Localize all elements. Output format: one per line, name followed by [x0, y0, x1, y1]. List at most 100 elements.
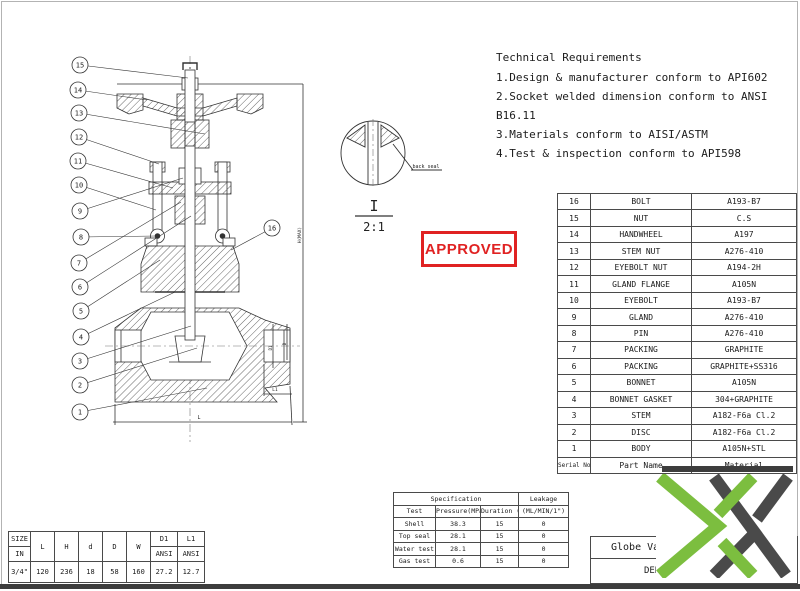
balloon-circle: [69, 152, 87, 170]
ansi-label: ANSI: [177, 546, 205, 562]
dim-length-label: L: [197, 415, 200, 421]
part-material: A193-B7: [691, 192, 797, 211]
balloon-circle: [71, 376, 89, 394]
balloon-number: 8: [79, 234, 83, 242]
balloon-number: 5: [79, 308, 83, 316]
part-material: A193-B7: [691, 291, 797, 310]
spec-col-header: (ML/MIN/1"): [518, 504, 570, 518]
dim-socket-label: L1: [272, 387, 278, 393]
balloon-circle: [72, 302, 90, 320]
leakage-header: Leakage: [518, 492, 570, 506]
spec-cell: 28.1: [435, 542, 481, 556]
part-serial: 8: [557, 324, 591, 343]
section-mark: [182, 62, 198, 70]
part-name: GLAND FLANGE: [590, 275, 692, 293]
part-material: A276-410: [691, 308, 797, 326]
balloon-leader: [79, 215, 192, 288]
spec-header: Specification: [392, 492, 520, 506]
spec-cell: 28.1: [435, 529, 481, 543]
spec-cell: 0: [518, 529, 570, 543]
part-material: A197: [691, 225, 797, 244]
balloon-circle: [71, 403, 89, 421]
balloon-circle: [263, 219, 281, 237]
balloon-number: 1: [78, 409, 82, 417]
spec-table: Specification Leakage TestPressure(MPa)D…: [392, 492, 570, 568]
handwheel: [116, 93, 144, 115]
part-name: PIN: [590, 324, 692, 343]
part-name: BONNET: [590, 374, 692, 392]
balloon-circle: [69, 81, 87, 99]
spec-col-header: Test: [393, 504, 436, 518]
size-col-header: d: [78, 531, 103, 562]
part-serial: 1: [557, 440, 591, 458]
size-value: 27.2: [150, 561, 178, 583]
part-serial: 7: [557, 341, 591, 359]
back-seal-detail-view: back seal I 2:1: [340, 119, 442, 234]
part-name: EYEBOLT: [590, 291, 692, 310]
part-material: A276-410: [691, 324, 797, 343]
balloon-leader: [77, 89, 148, 101]
detail-scale: 2:1: [363, 220, 385, 234]
approved-stamp: APPROVED: [421, 231, 517, 267]
balloon-circle: [71, 352, 89, 370]
size-col-header: H: [54, 531, 79, 562]
part-name: STEM NUT: [590, 242, 692, 260]
balloon-leader: [80, 235, 157, 238]
part-material: GRAPHITE: [691, 341, 797, 359]
spec-cell: 15: [479, 517, 520, 531]
balloon-leader: [77, 160, 174, 189]
balloon-number: 3: [78, 358, 82, 366]
balloon-number: 9: [78, 208, 82, 216]
part-name: NUT: [590, 209, 692, 227]
requirement-item: 2.Socket welded dimension conform to ANS…: [496, 90, 768, 122]
balloon-number: 13: [75, 110, 83, 118]
balloon-leader: [78, 136, 160, 165]
part-serial: 9: [557, 308, 591, 326]
part-name: BODY: [590, 440, 692, 458]
balloon-number: 14: [74, 87, 82, 95]
back-seal-label: back seal: [412, 164, 439, 170]
size-value: 58: [102, 561, 127, 583]
detail-mark: I: [369, 197, 378, 215]
part-name: PACKING: [590, 357, 692, 376]
dim-bore-label: D1: [268, 345, 273, 350]
part-serial: 11: [557, 275, 591, 293]
part-serial: 6: [557, 357, 591, 376]
balloon-leader: [78, 201, 182, 264]
balloon-circle: [70, 128, 88, 146]
spec-col-header: Duration (S): [479, 504, 520, 518]
part-material: A105N: [691, 374, 797, 392]
part-name: GLAND: [590, 308, 692, 326]
spec-cell: Top seal: [393, 529, 436, 543]
part-material: A105N: [691, 275, 797, 293]
balloon-circle: [70, 104, 88, 122]
company-logo: [656, 472, 797, 580]
part-serial: 5: [557, 374, 591, 392]
balloon-leader: [79, 177, 184, 212]
part-name: HANDWHEEL: [590, 225, 692, 244]
balloon-leader: [79, 325, 192, 362]
part-material: C.S: [691, 209, 797, 227]
size-value: 3/4": [8, 561, 31, 583]
spec-cell: Shell: [393, 517, 436, 531]
unit-label: IN: [8, 546, 31, 562]
balloon-leader: [79, 64, 189, 79]
balloon-circle: [70, 176, 88, 194]
spec-cell: 38.3: [435, 517, 481, 531]
requirement-item: 1.Design & manufacturer conform to API60…: [496, 71, 768, 84]
balloon-circle: [71, 278, 89, 296]
part-name: STEM: [590, 407, 692, 425]
size-value: 18: [78, 561, 103, 583]
